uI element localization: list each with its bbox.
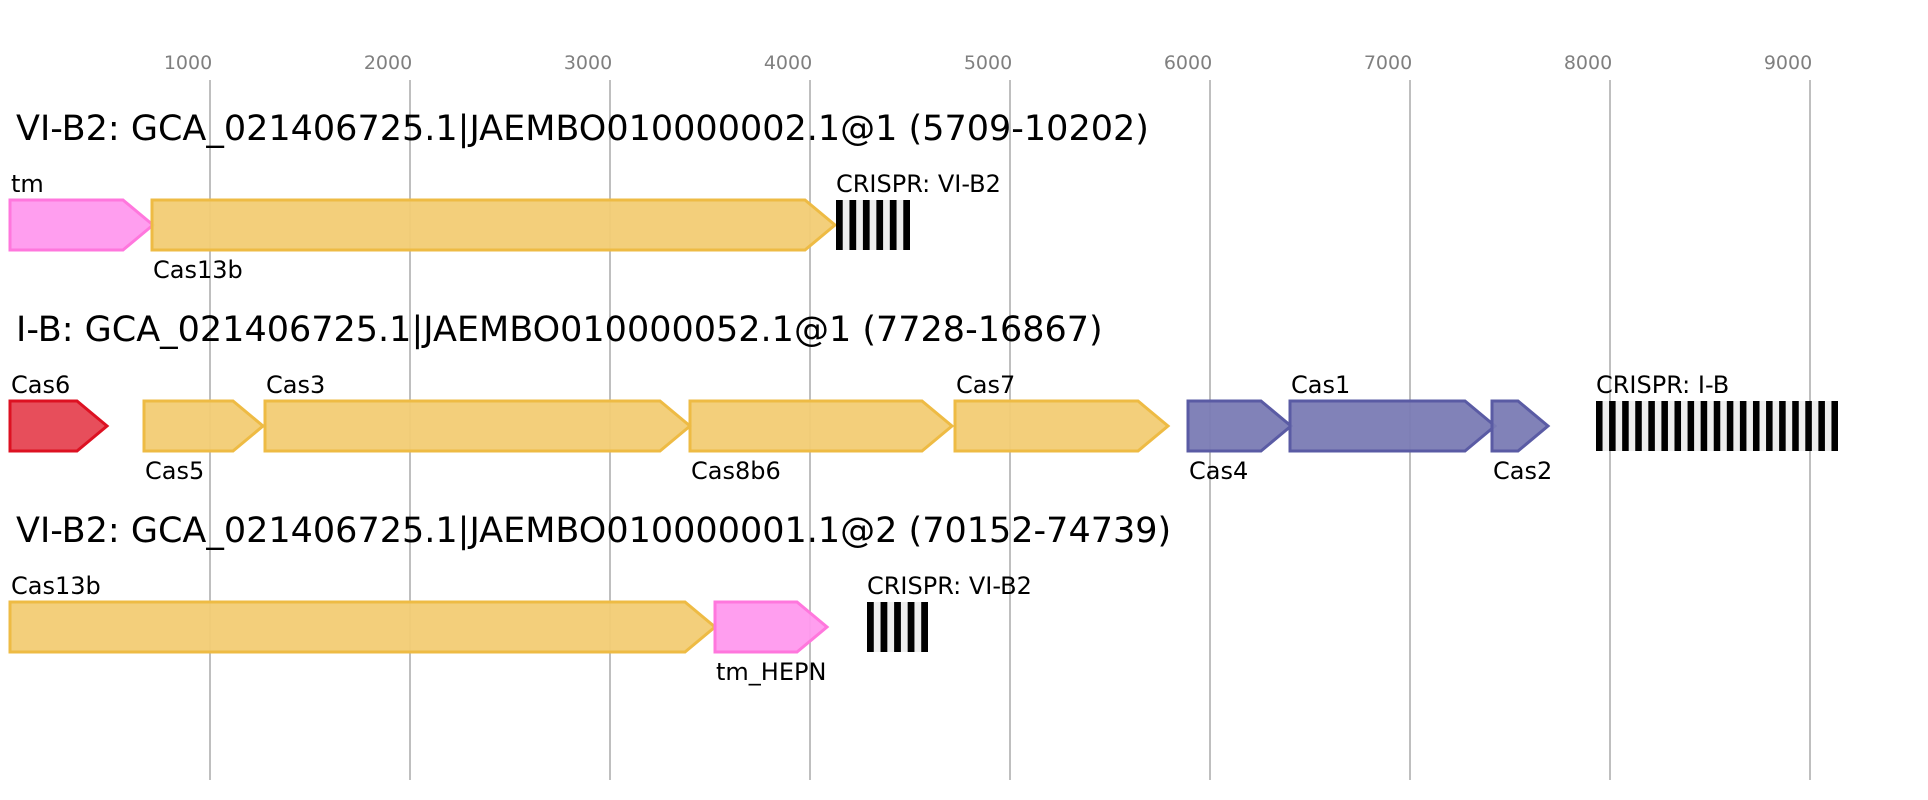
crispr-repeat xyxy=(1674,401,1682,451)
crispr-label: CRISPR: VI-B2 xyxy=(836,170,1001,198)
crispr-repeat xyxy=(880,602,888,652)
gene-label-cas13b: Cas13b xyxy=(153,256,243,284)
tick-label-2000: 2000 xyxy=(364,52,412,74)
gene-arrow-cas1[interactable] xyxy=(1288,399,1498,453)
crispr-repeat xyxy=(1713,401,1721,451)
gene-label-cas1: Cas1 xyxy=(1291,371,1350,399)
tick-label-3000: 3000 xyxy=(564,52,612,74)
crispr-repeat xyxy=(1818,401,1825,451)
crispr-repeat xyxy=(1687,401,1695,451)
crispr-repeat xyxy=(1739,401,1747,451)
crispr-repeat xyxy=(849,200,857,250)
tick-label-7000: 7000 xyxy=(1364,52,1412,74)
tick-label-4000: 4000 xyxy=(764,52,812,74)
gene-arrow-cas7[interactable] xyxy=(953,399,1171,453)
crispr-repeat xyxy=(1726,401,1734,451)
crispr-repeat xyxy=(836,200,843,250)
tick-label-8000: 8000 xyxy=(1564,52,1612,74)
gene-label-cas8b6: Cas8b6 xyxy=(691,457,781,485)
crispr-array[interactable] xyxy=(867,602,928,652)
gene-label-cas7: Cas7 xyxy=(956,371,1015,399)
gene-label-cas5: Cas5 xyxy=(145,457,204,485)
crispr-label: CRISPR: I-B xyxy=(1596,371,1729,399)
tick-label-1000: 1000 xyxy=(164,52,212,74)
crispr-label: CRISPR: VI-B2 xyxy=(867,572,1032,600)
crispr-repeat xyxy=(1779,401,1786,451)
crispr-repeat xyxy=(903,200,910,250)
crispr-spacer-background xyxy=(836,200,910,250)
gene-arrow-tm-hepn[interactable] xyxy=(713,600,830,654)
crispr-repeat xyxy=(1661,401,1668,451)
gene-label-cas3: Cas3 xyxy=(266,371,325,399)
gene-label-cas6: Cas6 xyxy=(11,371,70,399)
crispr-repeat xyxy=(1831,401,1838,451)
crispr-repeat xyxy=(889,200,897,250)
crispr-repeat xyxy=(862,200,870,250)
gene-label-cas13b: Cas13b xyxy=(11,572,101,600)
gene-arrow-cas13b[interactable] xyxy=(150,198,838,252)
crispr-repeat xyxy=(1792,401,1799,451)
locus-title-1: VI-B2: GCA_021406725.1|JAEMBO010000002.1… xyxy=(16,109,1149,149)
crispr-repeat xyxy=(1766,401,1773,451)
tick-label-6000: 6000 xyxy=(1164,52,1212,74)
gene-label-tm: tm xyxy=(11,170,44,198)
crispr-repeat xyxy=(1648,401,1655,451)
locus-title-2: I-B: GCA_021406725.1|JAEMBO010000052.1@1… xyxy=(16,310,1103,350)
crispr-repeat xyxy=(907,602,915,652)
crispr-repeat xyxy=(876,200,884,250)
crispr-repeat xyxy=(1609,401,1616,451)
gene-arrow-cas5[interactable] xyxy=(142,399,266,453)
gene-arrow-cas8b6[interactable] xyxy=(688,399,955,453)
crispr-repeat xyxy=(1622,401,1629,451)
crispr-array[interactable] xyxy=(836,200,910,250)
gene-label-cas2: Cas2 xyxy=(1493,457,1552,485)
gene-arrow-cas6[interactable] xyxy=(8,399,110,453)
gene-arrow-cas3[interactable] xyxy=(263,399,693,453)
crispr-repeat xyxy=(894,602,901,652)
crispr-repeat xyxy=(1596,401,1603,451)
tick-label-5000: 5000 xyxy=(964,52,1012,74)
gene-arrow-tm[interactable] xyxy=(8,198,156,252)
locus-track-3: Cas13b tm_HEPN CRISPR: VI-B2 xyxy=(8,572,1032,686)
crispr-repeat xyxy=(1700,401,1708,451)
locus-title-3: VI-B2: GCA_021406725.1|JAEMBO010000001.1… xyxy=(16,511,1171,551)
gene-arrow-cas4[interactable] xyxy=(1186,399,1294,453)
gene-arrow-cas13b[interactable] xyxy=(8,600,718,654)
crispr-array[interactable] xyxy=(1596,401,1838,451)
tick-label-9000: 9000 xyxy=(1764,52,1812,74)
crispr-repeat xyxy=(1635,401,1642,451)
gene-label-cas4: Cas4 xyxy=(1189,457,1248,485)
gene-arrow-cas2[interactable] xyxy=(1490,399,1551,453)
crispr-repeat xyxy=(867,602,874,652)
crispr-repeat xyxy=(1805,401,1812,451)
crispr-repeat xyxy=(921,602,928,652)
gene-label-tm-hepn: tm_HEPN xyxy=(716,658,826,686)
crispr-repeat xyxy=(1752,401,1760,451)
